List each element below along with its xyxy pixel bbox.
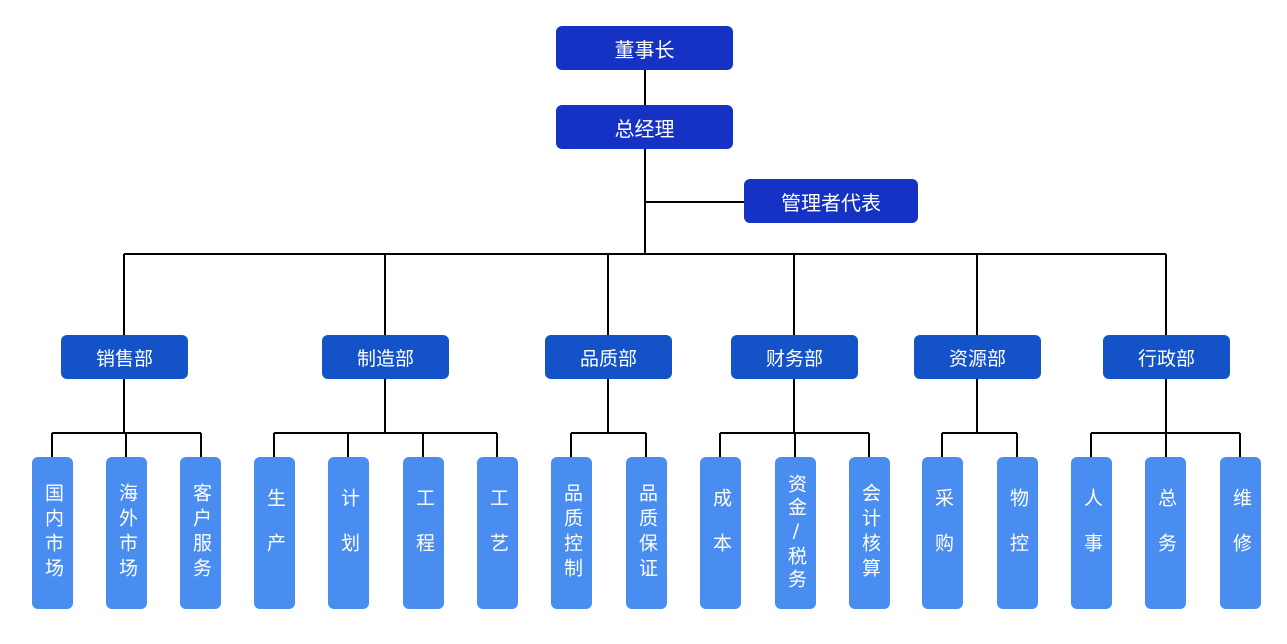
dept-quality: 品质部 — [545, 335, 672, 379]
unit-customer-service: 客户服务 — [180, 457, 221, 609]
unit-purchasing: 采购 — [922, 457, 963, 609]
unit-production: 生产 — [254, 457, 295, 609]
unit-accounting: 会计核算 — [849, 457, 890, 609]
general-manager-box: 总经理 — [556, 105, 733, 149]
chairman-box: 董事长 — [556, 26, 733, 70]
dept-resources: 资源部 — [914, 335, 1041, 379]
unit-planning: 计划 — [328, 457, 369, 609]
unit-personnel: 人事 — [1071, 457, 1112, 609]
dept-admin: 行政部 — [1103, 335, 1230, 379]
unit-domestic-market: 国内市场 — [32, 457, 73, 609]
unit-quality-control: 品质控制 — [551, 457, 592, 609]
unit-quality-assurance: 品质保证 — [626, 457, 667, 609]
unit-cost: 成本 — [700, 457, 741, 609]
unit-maintenance: 维修 — [1220, 457, 1261, 609]
dept-sales: 销售部 — [61, 335, 188, 379]
dept-finance: 财务部 — [731, 335, 858, 379]
management-rep-box: 管理者代表 — [744, 179, 918, 223]
unit-general-affairs: 总务 — [1145, 457, 1186, 609]
unit-overseas-market: 海外市场 — [106, 457, 147, 609]
unit-engineering: 工程 — [403, 457, 444, 609]
unit-process: 工艺 — [477, 457, 518, 609]
unit-funds-tax: 资金/税务 — [775, 457, 816, 609]
dept-manufacturing: 制造部 — [322, 335, 449, 379]
unit-material-control: 物控 — [997, 457, 1038, 609]
